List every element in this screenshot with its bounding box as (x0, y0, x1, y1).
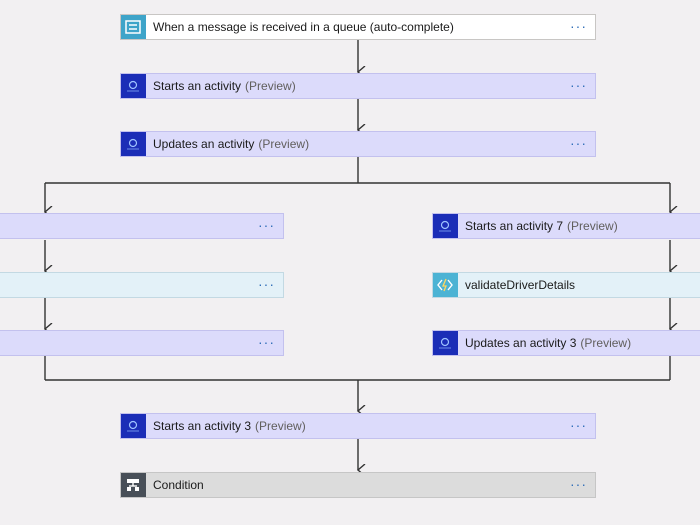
starts-activity-7-title: Starts an activity 7 (465, 219, 564, 233)
starts-activity-3-card[interactable]: Starts an activity 3 (Preview) ··· (120, 413, 596, 439)
starts-activity-more-menu[interactable]: ··· (570, 77, 587, 93)
condition-card[interactable]: Condition ··· (120, 472, 596, 498)
starts-activity-7-card[interactable]: Starts an activity 7 (Preview) (432, 213, 700, 239)
trigger-title: When a message is received in a queue (a… (153, 20, 454, 34)
queue-icon (121, 15, 146, 39)
starts-activity-7-preview-tag: (Preview) (567, 219, 618, 233)
left-branch-card-2-more-menu[interactable]: ··· (258, 276, 275, 292)
left-branch-card-3-more-menu[interactable]: ··· (258, 334, 275, 350)
activity-icon (121, 414, 146, 438)
function-icon (433, 273, 458, 297)
condition-more-menu[interactable]: ··· (570, 476, 587, 492)
activity-icon (121, 74, 146, 98)
validate-driver-details-card[interactable]: validateDriverDetails (432, 272, 700, 298)
starts-activity-3-preview-tag: (Preview) (255, 419, 306, 433)
condition-title: Condition (153, 478, 204, 492)
updates-activity-card[interactable]: Updates an activity (Preview) ··· (120, 131, 596, 157)
updates-activity-title: Updates an activity (153, 137, 255, 151)
left-branch-card-1[interactable]: ··· (0, 213, 284, 239)
activity-icon (433, 214, 458, 238)
activity-icon (121, 132, 146, 156)
starts-activity-title: Starts an activity (153, 79, 242, 93)
starts-activity-preview-tag: (Preview) (245, 79, 296, 93)
left-branch-card-2[interactable]: ··· (0, 272, 284, 298)
trigger-more-menu[interactable]: ··· (570, 18, 587, 34)
updates-activity-preview-tag: (Preview) (258, 137, 310, 151)
starts-activity-3-title: Starts an activity 3 (153, 419, 252, 433)
condition-icon (121, 473, 146, 497)
left-branch-card-1-more-menu[interactable]: ··· (258, 217, 275, 233)
updates-activity-3-preview-tag: (Preview) (580, 336, 632, 350)
updates-activity-more-menu[interactable]: ··· (570, 135, 587, 151)
updates-activity-3-card[interactable]: Updates an activity 3 (Preview) (432, 330, 700, 356)
left-branch-card-3[interactable]: ··· (0, 330, 284, 356)
starts-activity-3-more-menu[interactable]: ··· (570, 417, 587, 433)
activity-icon (433, 331, 458, 355)
updates-activity-3-title: Updates an activity 3 (465, 336, 577, 350)
starts-activity-card[interactable]: Starts an activity (Preview) ··· (120, 73, 596, 99)
trigger-card[interactable]: When a message is received in a queue (a… (120, 14, 596, 40)
validate-driver-details-title: validateDriverDetails (465, 278, 576, 292)
